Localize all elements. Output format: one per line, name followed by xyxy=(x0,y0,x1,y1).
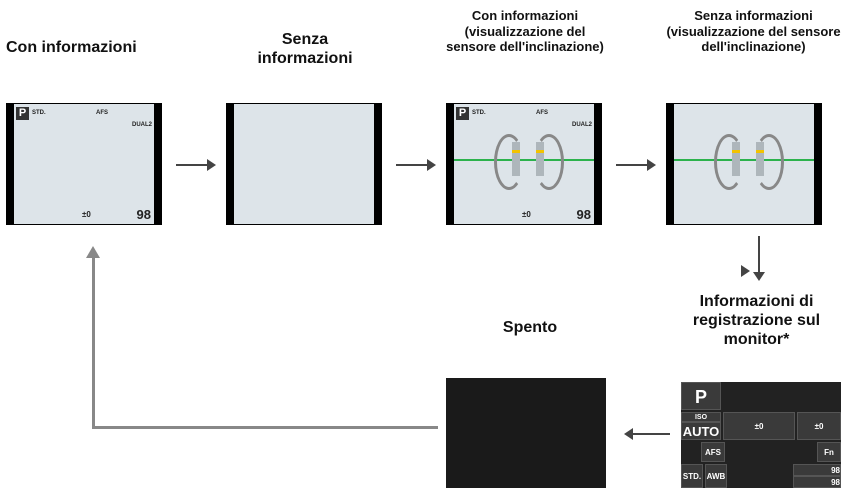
arrow-down-shaft xyxy=(758,236,760,274)
rec-remaining-bottom: 98 xyxy=(793,476,841,488)
caption-con-informazioni-inclinazione: Con informazioni (visualizzazione del se… xyxy=(446,8,604,55)
loop-back-horizontal xyxy=(92,426,438,429)
screen-con-informazioni: P STD. AFS DUAL2 ±0 98 xyxy=(6,103,162,225)
level-bar-left xyxy=(732,142,740,176)
rec-mode: P xyxy=(681,382,721,410)
mode-badge: P xyxy=(16,107,29,120)
rec-wb: AWB xyxy=(705,464,727,488)
rec-flash-comp: ±0 xyxy=(797,412,841,440)
stabilizer-icon: DUAL2 xyxy=(572,122,593,128)
rec-fn: Fn xyxy=(817,442,841,462)
remaining-count: 98 xyxy=(576,207,591,222)
screen-con-informazioni-inclinazione: P STD. AFS DUAL2 ±0 98 xyxy=(446,103,602,225)
rec-af-mode: AFS xyxy=(701,442,725,462)
level-arc-right xyxy=(534,134,564,190)
level-bar-right xyxy=(536,142,544,176)
arrow-left-head xyxy=(624,428,633,440)
screen-senza-informazioni-inclinazione xyxy=(666,103,822,225)
remaining-count: 98 xyxy=(136,207,151,222)
arrow-right-3 xyxy=(616,159,656,171)
level-arc-left xyxy=(494,134,524,190)
rec-iso-value: AUTO xyxy=(681,422,721,440)
stabilizer-icon: DUAL2 xyxy=(132,122,153,128)
level-line xyxy=(674,159,814,161)
loop-back-vertical xyxy=(92,256,95,429)
screen-informazioni-registrazione: P ISO AUTO ±0 ±0 AFS Fn STD. AWB 98 98 xyxy=(681,382,841,488)
arrow-left-shaft xyxy=(632,433,670,435)
exposure-comp-icon: ±0 xyxy=(82,210,91,219)
arrow-right-1 xyxy=(176,159,216,171)
caption-con-informazioni: Con informazioni xyxy=(6,39,137,56)
level-bar-right xyxy=(756,142,764,176)
rec-exposure-comp: ±0 xyxy=(723,412,795,440)
photo-style-icon: STD. xyxy=(32,110,46,116)
photo-style-icon: STD. xyxy=(472,110,486,116)
caption-informazioni-registrazione: Informazioni di registrazione sul monito… xyxy=(692,293,821,349)
exposure-comp-icon: ±0 xyxy=(522,210,531,219)
level-arc-left xyxy=(714,134,744,190)
caption-spento: Spento xyxy=(502,319,558,336)
caption-senza-informazioni-inclinazione: Senza informazioni (visualizzazione del … xyxy=(666,8,841,55)
rec-iso-label: ISO xyxy=(681,412,721,422)
loop-back-head xyxy=(86,246,100,258)
mode-badge: P xyxy=(456,107,469,120)
af-mode-icon: AFS xyxy=(536,110,548,116)
arrow-down-head xyxy=(753,272,765,281)
rec-photo-style: STD. xyxy=(681,464,703,488)
level-line xyxy=(454,159,594,161)
arrow-right-2 xyxy=(396,159,436,171)
caption-senza-informazioni: Senza informazioni xyxy=(257,31,353,68)
screen-senza-informazioni xyxy=(226,103,382,225)
screen-spento xyxy=(446,378,606,488)
level-bar-left xyxy=(512,142,520,176)
rec-remaining-top: 98 xyxy=(793,464,841,476)
level-arc-right xyxy=(754,134,784,190)
af-mode-icon: AFS xyxy=(96,110,108,116)
